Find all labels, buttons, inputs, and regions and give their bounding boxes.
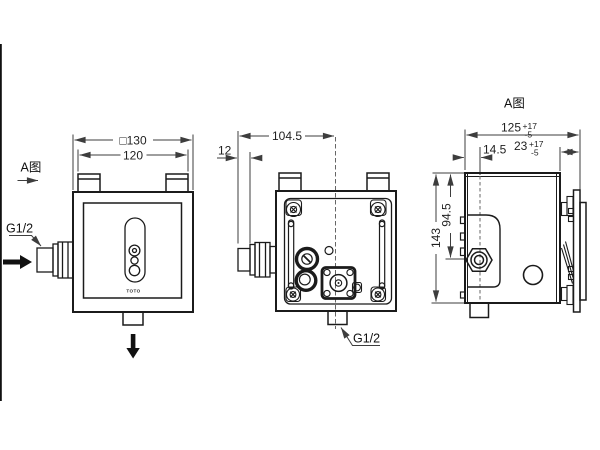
sensor-window [124, 217, 146, 283]
sensor-lens-top [128, 244, 141, 257]
dim-cover-plus: +17 [529, 139, 544, 149]
side-hole [522, 264, 544, 286]
front-outlet-tab [122, 311, 144, 326]
front-view: □130 120 A图 TOTO [3, 133, 194, 359]
side-body [464, 172, 561, 304]
sensor-lens-bottom [128, 264, 141, 277]
image-edge-artifact [0, 44, 2, 401]
outlet-thread-leader [340, 327, 380, 346]
dim-depth: 125 +17 -5 [466, 121, 579, 140]
side-extension-lines [431, 129, 581, 304]
side-left-tabs [459, 216, 466, 299]
front-mounting-brackets [77, 173, 189, 193]
dim-outer-width: □130 [74, 133, 192, 147]
front-face-panel [82, 202, 183, 299]
dim-inlet-height: 94.5 [439, 174, 454, 258]
dim-total-height: 143 [429, 174, 443, 302]
side-view: A图 125 +17 -5 23 +17 -5 14 [429, 97, 587, 319]
dim-inlet-to-center: 104.5 [239, 129, 335, 143]
mounting-clips [560, 195, 575, 306]
back-inlet-fitting [237, 241, 277, 278]
dim-cover-minus: -5 [531, 148, 539, 158]
dim-depth-value: 125 [501, 121, 521, 135]
dim-cover: 23 +17 -5 [514, 139, 579, 158]
back-inner-wall [283, 197, 393, 305]
dim-inlet-to-center-label: 104.5 [272, 129, 302, 143]
dim-cover-value: 23 [514, 139, 528, 153]
front-extension-lines [72, 134, 194, 190]
dim-inlet-height-label: 94.5 [439, 203, 453, 227]
brand-logo: TOTO [126, 289, 140, 294]
dim-inlet-offset-label: 12 [218, 144, 232, 158]
outlet-thread-label: G1/2 [353, 332, 380, 346]
back-mounting-brackets [278, 172, 390, 192]
cover-plates [572, 189, 587, 313]
inlet-thread-leader [9, 235, 42, 247]
front-inlet-fitting [36, 241, 74, 279]
side-inlet-hex [465, 247, 493, 273]
dim-mount-width-label: 120 [123, 148, 143, 162]
dim-inset-label: 14.5 [483, 142, 507, 156]
back-outlet-tab [327, 310, 348, 326]
inlet-flow-arrow [3, 255, 32, 269]
valve-unit-silhouette [467, 214, 501, 288]
dim-mount-width: 120 [79, 148, 187, 162]
side-view-title: A图 [504, 97, 525, 111]
dim-depth-plus: +17 [523, 121, 538, 131]
valve-ports [294, 246, 320, 293]
corner-screws [285, 199, 387, 303]
sensor-lens-middle [130, 256, 139, 265]
dim-depth-minus: -5 [525, 130, 533, 140]
side-rails [287, 219, 386, 290]
dim-total-height-label: 143 [429, 228, 443, 248]
back-extension-lines [237, 131, 251, 244]
view-a-label: A图 [21, 161, 42, 175]
dim-inlet-offset: 12 [217, 144, 263, 162]
outlet-flange [320, 245, 363, 300]
back-view: 104.5 12 [217, 129, 397, 346]
side-outlet-tab [469, 302, 490, 319]
dim-inset: 14.5 [452, 142, 507, 161]
dim-outer-width-label: □130 [119, 133, 147, 147]
inlet-thread-label: G1/2 [6, 222, 33, 236]
sensor-lens-inner [131, 247, 138, 254]
outlet-flow-arrow [126, 334, 140, 359]
